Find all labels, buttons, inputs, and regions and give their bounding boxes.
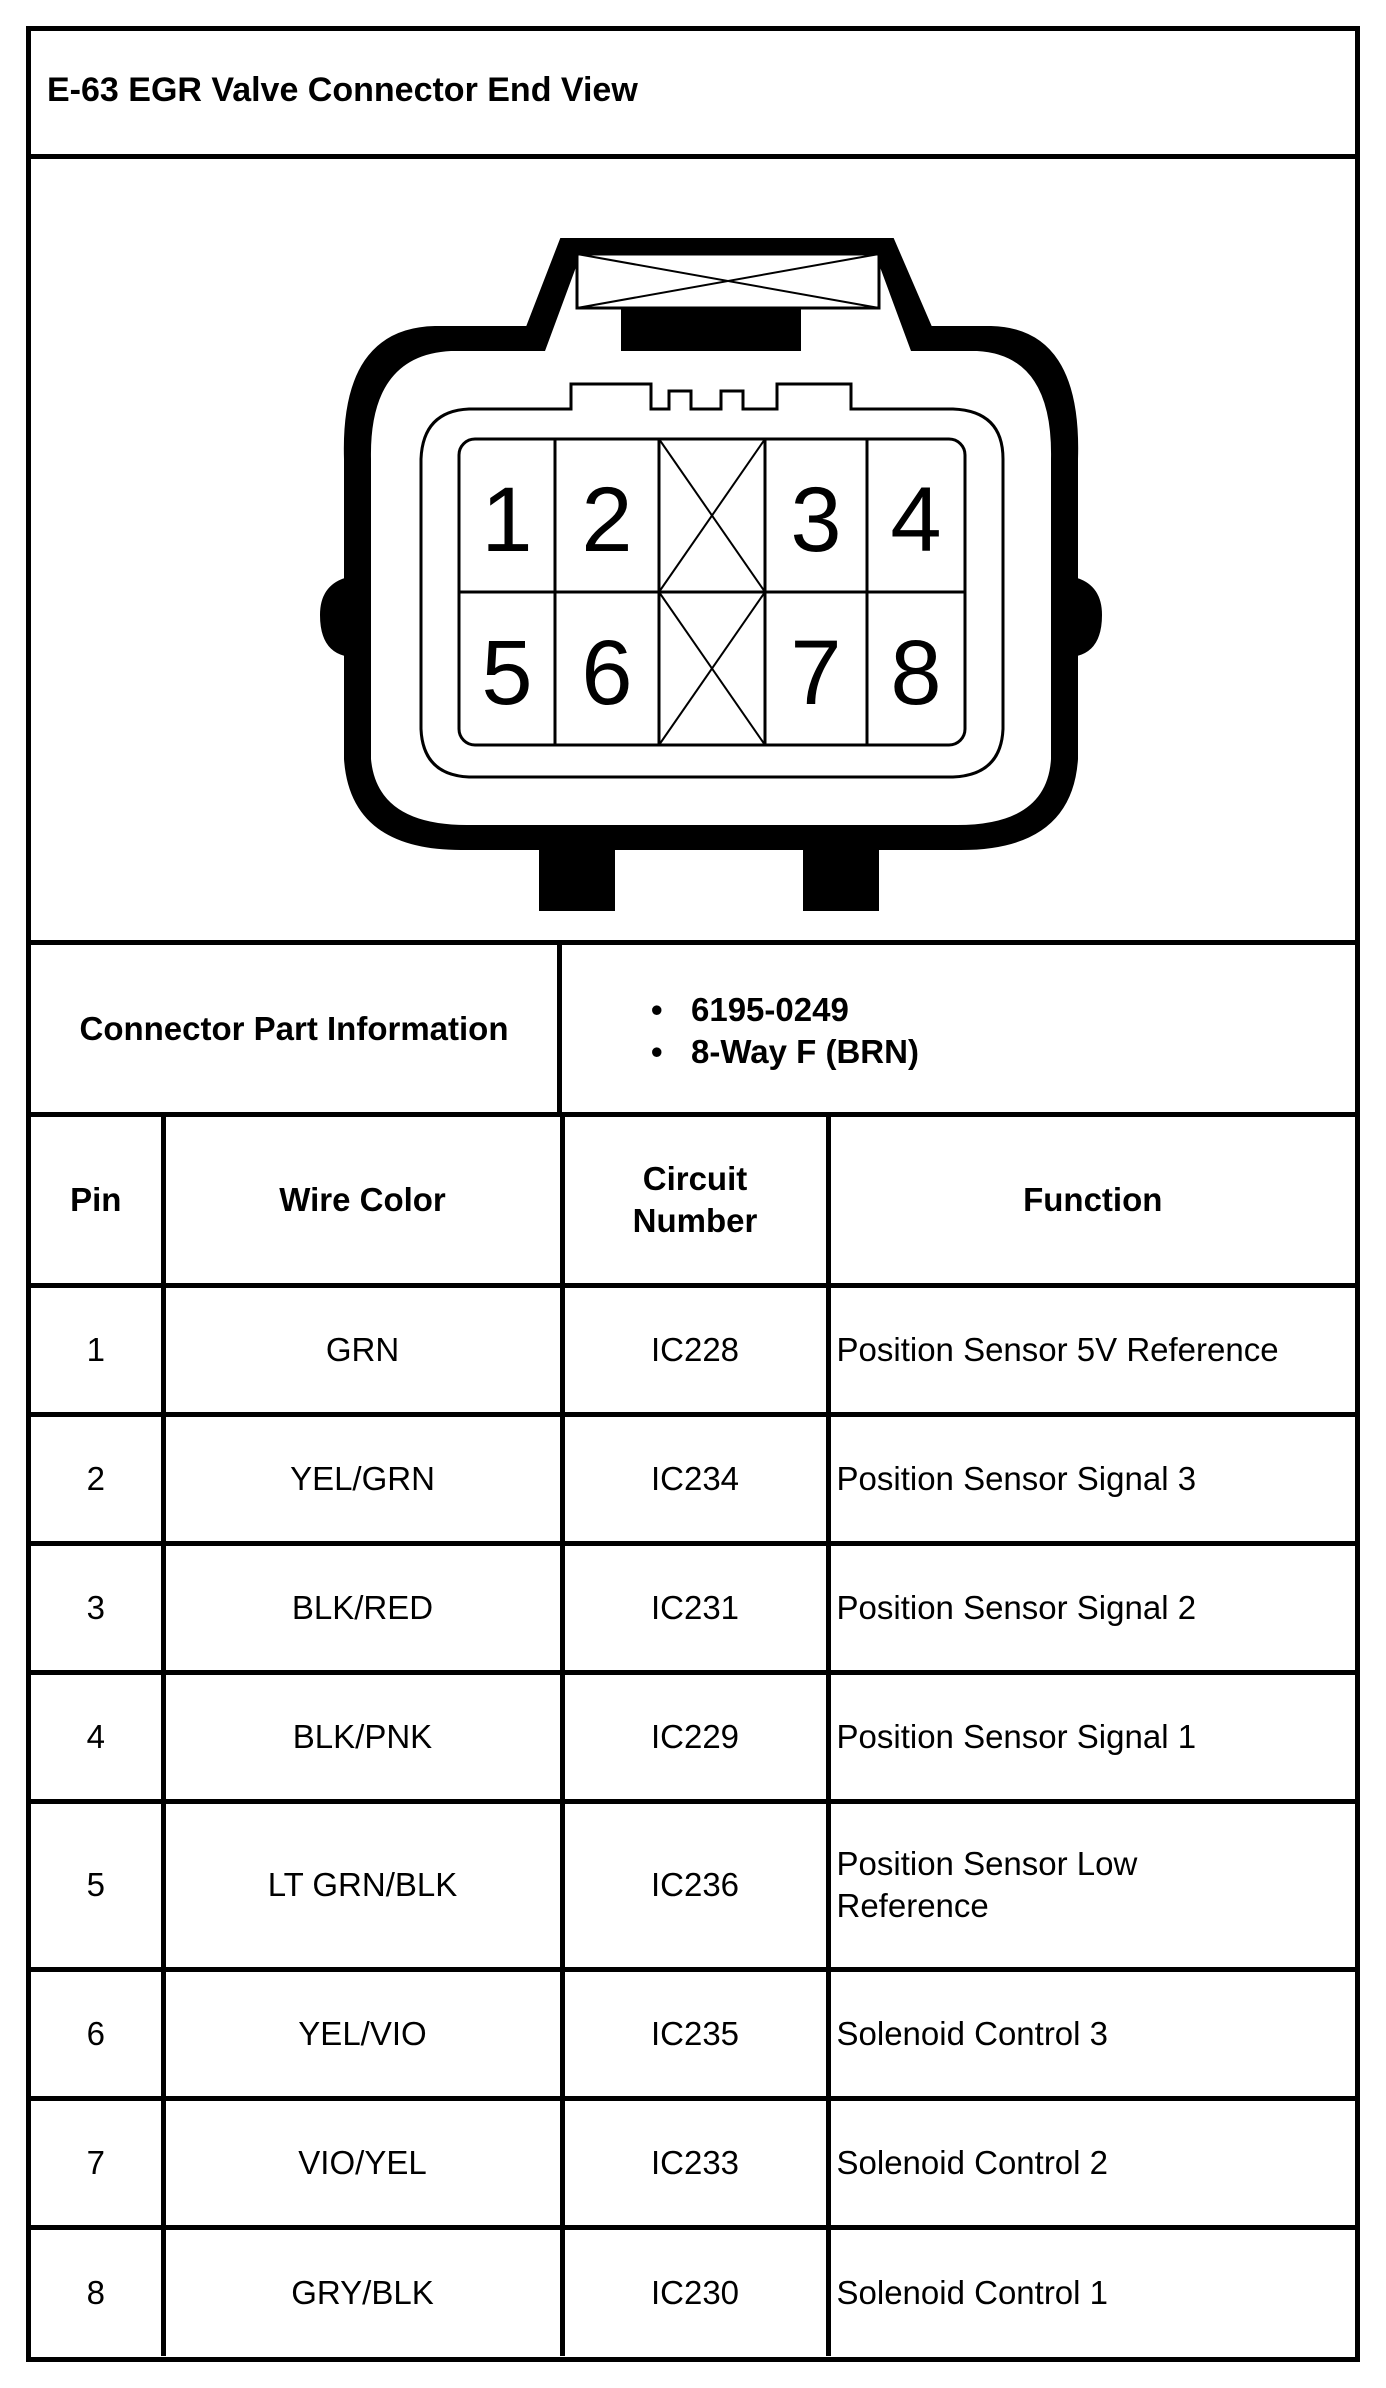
latch-x-2 — [576, 253, 880, 309]
header-circuit-number: Circuit Number — [559, 1117, 831, 1288]
cell-circuit: IC230 — [559, 2224, 831, 2356]
part-number: 6195-0249 — [691, 991, 849, 1028]
housing-inner-face — [370, 259, 1052, 825]
cell-pin: 6 — [31, 1966, 166, 2101]
table-row: 5 LT GRN/BLK IC236 Position Sensor Low R… — [31, 1798, 1355, 1972]
cell-pin: 8 — [31, 2224, 166, 2356]
cell-circuit: IC229 — [559, 1669, 831, 1804]
connector-description: 8-Way F (BRN) — [691, 1033, 919, 1070]
connector-diagram-band: 1 2 3 4 5 6 7 8 — [31, 159, 1355, 945]
page-title: E-63 EGR Valve Connector End View — [47, 71, 638, 109]
cell-pin: 3 — [31, 1540, 166, 1675]
cell-wire-color: LT GRN/BLK — [160, 1798, 565, 1972]
cavity-numbers: 1 2 3 4 5 6 7 8 — [481, 469, 941, 724]
foot-right — [803, 849, 879, 911]
table-row: 6 YEL/VIO IC235 Solenoid Control 3 — [31, 1966, 1355, 2101]
cell-function-line2: Reference — [836, 1887, 989, 1924]
cell-function: Position Sensor 5V Reference — [825, 1282, 1355, 1417]
header-pin: Pin — [31, 1117, 166, 1288]
title-band: E-63 EGR Valve Connector End View — [31, 31, 1355, 159]
cell-circuit: IC228 — [559, 1282, 831, 1417]
cavity-label: 6 — [581, 622, 632, 724]
cell-function: Position Sensor Signal 1 — [825, 1669, 1355, 1804]
cell-function: Position Sensor Signal 3 — [825, 1411, 1355, 1546]
part-info-item: • 6195-0249 — [651, 989, 919, 1031]
cavity-label: 8 — [890, 622, 941, 724]
header-function: Function — [825, 1117, 1355, 1288]
cavity-label: 1 — [481, 469, 532, 571]
cell-function: Position Sensor Low Reference — [825, 1798, 1355, 1972]
cell-function: Solenoid Control 2 — [825, 2095, 1355, 2230]
blocked-cavity-bottom-x2 — [658, 591, 766, 746]
pinout-table: Pin Wire Color Circuit Number Function 1… — [31, 1117, 1355, 2356]
table-row: 1 GRN IC228 Position Sensor 5V Reference — [31, 1282, 1355, 1417]
cell-function: Position Sensor Signal 2 — [825, 1540, 1355, 1675]
header-circuit-line2: Number — [632, 1201, 758, 1239]
inner-rim — [419, 382, 1005, 779]
table-row: 4 BLK/PNK IC229 Position Sensor Signal 1 — [31, 1669, 1355, 1804]
header-wire-color: Wire Color — [160, 1117, 565, 1288]
part-info-label-cell: Connector Part Information — [31, 945, 562, 1112]
cell-circuit: IC231 — [559, 1540, 831, 1675]
table-row: 8 GRY/BLK IC230 Solenoid Control 1 — [31, 2224, 1355, 2356]
part-info-label: Connector Part Information — [79, 1009, 509, 1047]
cell-circuit: IC236 — [559, 1798, 831, 1972]
cavity-label: 4 — [890, 469, 941, 571]
table-row: 2 YEL/GRN IC234 Position Sensor Signal 3 — [31, 1411, 1355, 1546]
part-info-band: Connector Part Information • 6195-0249 •… — [31, 945, 1355, 1117]
cavity-label: 5 — [481, 622, 532, 724]
header-circuit-line1: Circuit — [642, 1159, 748, 1197]
cavity-label: 2 — [581, 469, 632, 571]
cell-wire-color: BLK/RED — [160, 1540, 565, 1675]
cell-circuit: IC235 — [559, 1966, 831, 2101]
cell-wire-color: VIO/YEL — [160, 2095, 565, 2230]
bullet: • — [651, 1033, 663, 1070]
cell-function-line1: Position Sensor Low — [836, 1845, 1138, 1882]
cell-wire-color: BLK/PNK — [160, 1669, 565, 1804]
connector-end-view-diagram: 1 2 3 4 5 6 7 8 — [319, 238, 1103, 911]
cell-pin: 4 — [31, 1669, 166, 1804]
cell-pin: 5 — [31, 1798, 166, 1972]
part-info-list: • 6195-0249 • 8-Way F (BRN) — [651, 989, 919, 1073]
cell-circuit: IC234 — [559, 1411, 831, 1546]
table-row: 3 BLK/RED IC231 Position Sensor Signal 2 — [31, 1540, 1355, 1675]
table-header-row: Pin Wire Color Circuit Number Function — [31, 1117, 1355, 1288]
cell-wire-color: YEL/VIO — [160, 1966, 565, 2101]
cell-pin: 7 — [31, 2095, 166, 2230]
cell-function: Solenoid Control 1 — [825, 2224, 1355, 2356]
cell-pin: 1 — [31, 1282, 166, 1417]
cell-wire-color: GRY/BLK — [160, 2224, 565, 2356]
cell-function: Solenoid Control 3 — [825, 1966, 1355, 2101]
table-row: 7 VIO/YEL IC233 Solenoid Control 2 — [31, 2095, 1355, 2230]
cell-pin: 2 — [31, 1411, 166, 1546]
connector-housing — [319, 238, 1103, 911]
connector-sheet: E-63 EGR Valve Connector End View — [26, 26, 1360, 2362]
bullet: • — [651, 991, 663, 1028]
cavity-label: 7 — [790, 622, 841, 724]
cell-wire-color: GRN — [160, 1282, 565, 1417]
blocked-cavity-top-x2 — [658, 438, 766, 593]
latch-base — [621, 308, 801, 351]
cell-wire-color: YEL/GRN — [160, 1411, 565, 1546]
cell-circuit: IC233 — [559, 2095, 831, 2230]
part-info-item: • 8-Way F (BRN) — [651, 1031, 919, 1073]
foot-left — [539, 849, 615, 911]
cavity-label: 3 — [790, 469, 841, 571]
